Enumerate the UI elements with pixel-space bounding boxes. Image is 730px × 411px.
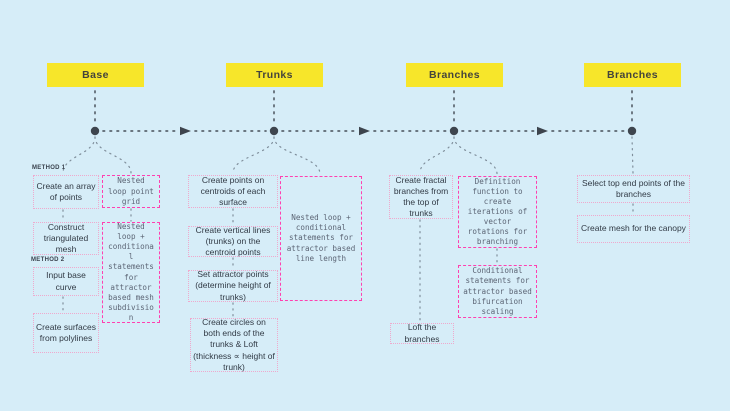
method-2-label: METHOD 2: [31, 257, 65, 263]
phase-header-trunks: Trunks: [226, 63, 323, 87]
timeline-arrow-icon: [359, 126, 370, 136]
step-create-circles-and-loft: Create circles on both ends of the trunk…: [190, 317, 278, 372]
code-vector-rotation-iterations: Definition function to create iterations…: [458, 176, 537, 248]
split-curve: [62, 136, 96, 174]
code-attractor-mesh-subdivision: Nested loop + conditional statements for…: [102, 222, 160, 323]
step-select-top-end-points: Select top end points of the branches: [577, 175, 690, 203]
split-curve: [232, 136, 275, 174]
step-create-fractal-branches: Create fractal branches from the top of …: [389, 175, 453, 219]
timeline-node-dot: [90, 126, 100, 136]
step-create-canopy-mesh: Create mesh for the canopy: [577, 215, 690, 243]
phase-header-branches2: Branches: [584, 63, 681, 87]
method-1-label: METHOD 1: [32, 165, 66, 171]
split-curve: [419, 136, 455, 174]
timeline-arrow-icon: [180, 126, 191, 136]
code-nested-loop-point-grid: Nested loop point grid: [102, 175, 160, 208]
step-set-attractor-points: Set attractor points (determine height o…: [188, 269, 278, 302]
step-create-array-of-points: Create an array of points: [33, 175, 99, 209]
step-create-vertical-lines: Create vertical lines (trunks) on the ce…: [188, 225, 278, 257]
split-curve: [94, 136, 132, 174]
timeline-node-dot: [449, 126, 459, 136]
code-bifurcation-scaling: Conditional statements for attractor bas…: [458, 265, 537, 318]
split-curve: [273, 136, 321, 175]
split-curve: [631, 136, 634, 174]
timeline-node-dot: [269, 126, 279, 136]
timeline-arrow-icon: [537, 126, 548, 136]
step-loft-the-branches: Loft the branches: [390, 322, 454, 344]
split-curve: [453, 136, 498, 175]
step-create-surfaces-from-polylines: Create surfaces from polylines: [33, 313, 99, 353]
phase-header-branches1: Branches: [406, 63, 503, 87]
code-attractor-line-length: Nested loop + conditional statements for…: [280, 176, 362, 301]
step-input-base-curve: Input base curve: [33, 267, 99, 296]
step-construct-triangulated-mesh: Construct triangulated mesh: [33, 222, 99, 255]
timeline-node-dot: [627, 126, 637, 136]
phase-header-base: Base: [47, 63, 144, 87]
step-points-on-centroids: Create points on centroids of each surfa…: [188, 175, 278, 208]
